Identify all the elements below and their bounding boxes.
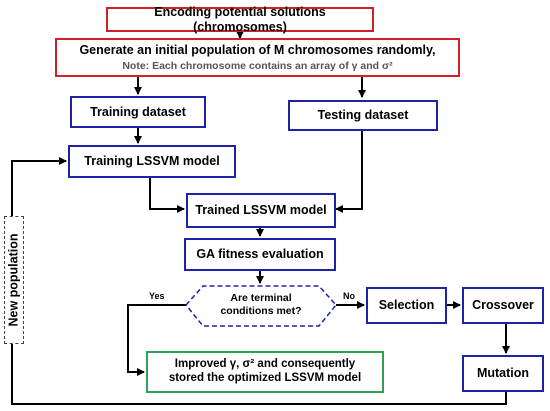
selection-label: Selection: [378, 298, 435, 312]
mutation-box: Mutation: [462, 355, 544, 392]
edge-testing-trained: [335, 131, 363, 213]
terminal-diamond: [185, 285, 337, 327]
new-population-box: New population: [4, 216, 24, 344]
crossover-box: Crossover: [462, 287, 544, 324]
no-label: No: [343, 291, 355, 301]
fitness-box: GA fitness evaluation: [184, 238, 336, 271]
encoding-box: Encoding potential solutions (chromosome…: [106, 4, 374, 34]
training-dataset-box: Training dataset: [70, 96, 206, 128]
improved-line2: stored the optimized LSSVM model: [168, 372, 362, 384]
improved-box: Improved γ, σ² and consequently stored t…: [146, 351, 384, 393]
generate-box: Generate an initial population of M chro…: [55, 38, 460, 77]
mutation-label: Mutation: [476, 366, 530, 380]
generate-label: Generate an initial population of M chro…: [79, 42, 436, 57]
edge-model-trained: [149, 178, 185, 213]
generate-note: Note: Each chromosome contains an array …: [122, 59, 393, 72]
yes-label: Yes: [149, 291, 165, 301]
improved-line1: Improved γ, σ² and consequently: [174, 358, 356, 371]
testing-dataset-label: Testing dataset: [317, 108, 409, 122]
terminal-line1: Are terminal: [230, 292, 292, 304]
terminal-text: Are terminal conditions met?: [203, 292, 319, 318]
edge-mutation-newpop: [11, 157, 507, 405]
trained-model-label: Trained LSSVM model: [195, 203, 327, 217]
fitness-label: GA fitness evaluation: [196, 247, 324, 261]
encoding-label: Encoding potential solutions (chromosome…: [154, 4, 326, 34]
training-model-label: Training LSSVM model: [84, 154, 220, 168]
edge-terminal-improved: [127, 304, 186, 376]
training-dataset-label: Training dataset: [90, 104, 186, 119]
selection-box: Selection: [366, 287, 447, 324]
terminal-line2: conditions met?: [220, 305, 302, 318]
crossover-label: Crossover: [472, 298, 534, 312]
new-population-label: New population: [7, 233, 21, 327]
testing-dataset-box: Testing dataset: [288, 100, 438, 131]
training-model-box: Training LSSVM model: [68, 145, 236, 178]
trained-model-box: Trained LSSVM model: [186, 193, 336, 228]
